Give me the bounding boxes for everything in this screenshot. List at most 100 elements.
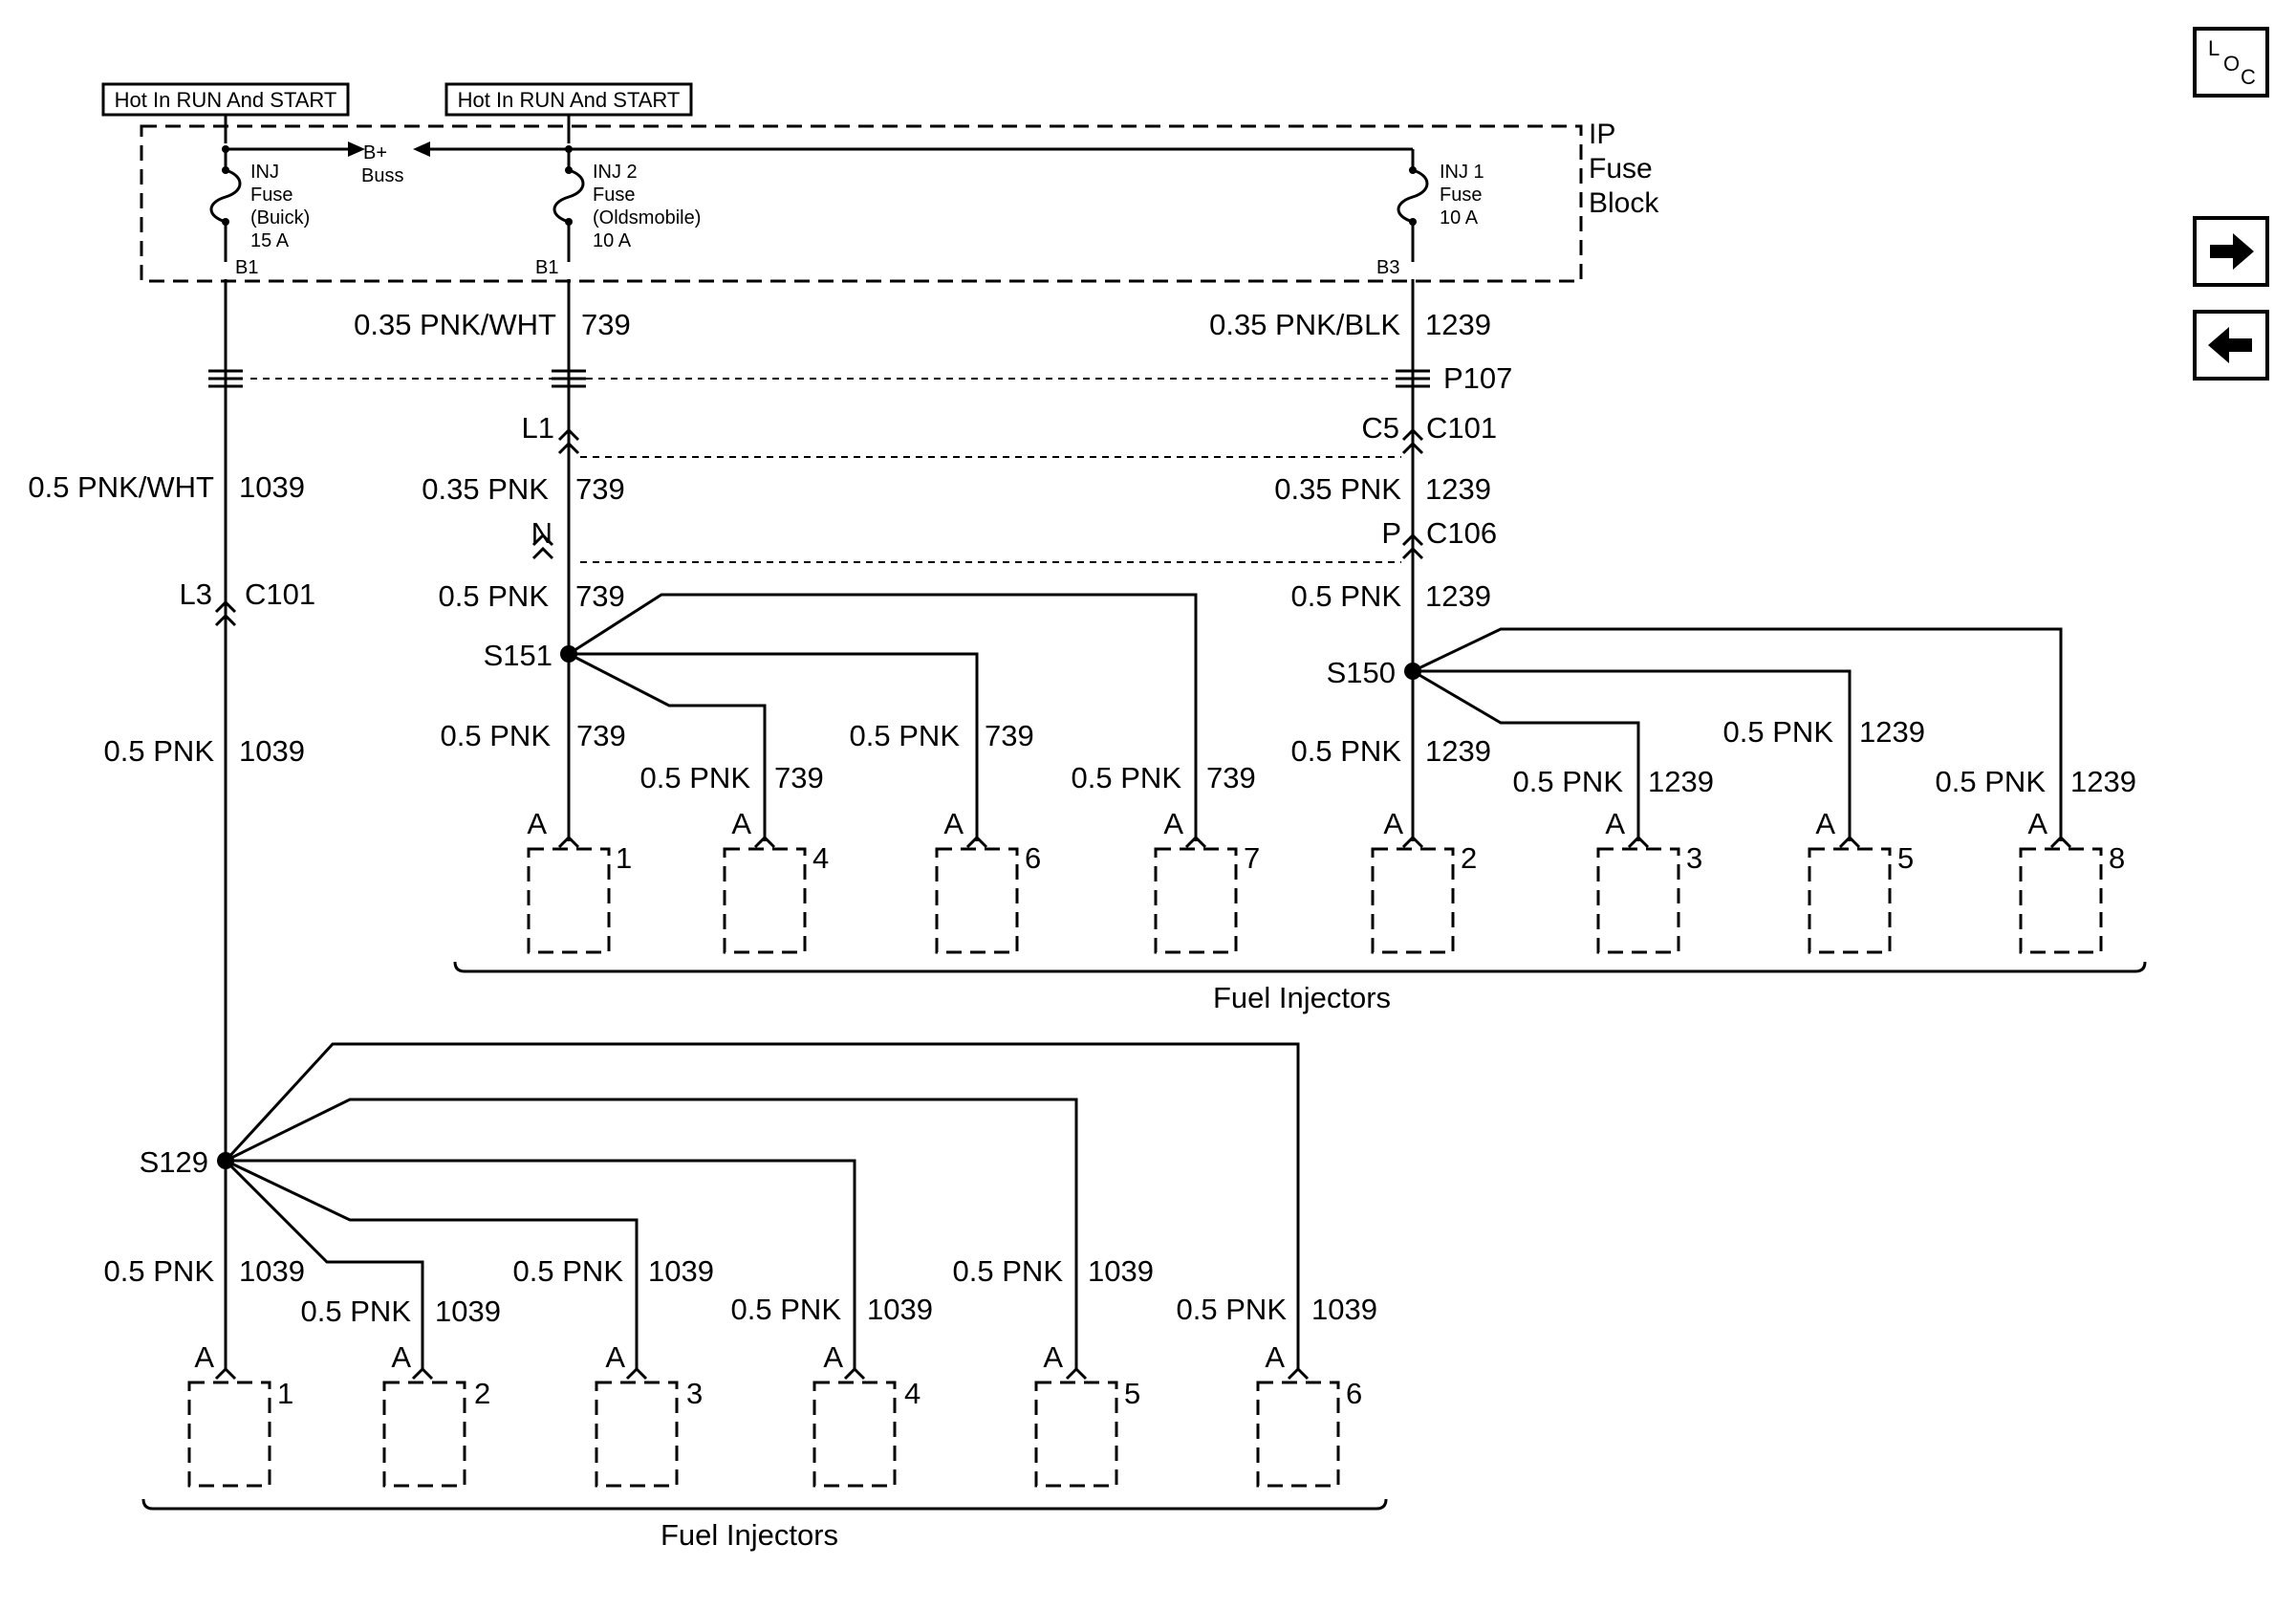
injector-bottom-6-number: 6 (1346, 1377, 1362, 1410)
next-button[interactable] (2193, 216, 2269, 287)
top-branch-8-gauge: 0.5 PNK (1936, 765, 2047, 798)
w739-low-gauge: 0.5 PNK (439, 579, 550, 613)
bottom-branch-3-circuit: 1039 (648, 1254, 714, 1288)
injector-top-5-number: 5 (1897, 841, 1914, 875)
c106-label: C106 (1426, 516, 1497, 550)
injector-top-4: A 4 (723, 807, 829, 954)
previous-button[interactable] (2193, 310, 2269, 381)
injector-top-7-number: 7 (1244, 841, 1260, 875)
loc-letter-l: L (2208, 36, 2220, 60)
top-branch-1-gauge: 0.5 PNK (441, 719, 552, 752)
w1239-top-circuit: 1239 (1425, 308, 1491, 341)
w1039-low-gauge: 0.5 PNK (104, 734, 215, 768)
c101-left-label: C101 (245, 577, 315, 611)
fuse-2-line-1: INJ 2 (593, 162, 638, 183)
top-branch-8-circuit: 1239 (2070, 765, 2136, 798)
injector-top-4-number: 4 (812, 841, 829, 875)
top-branch-labels: 0.5 PNK 739 0.5 PNK 739 0.5 PNK 739 0.5 … (441, 715, 2136, 798)
injector-top-3-pin: A (1605, 807, 1625, 840)
fuse-1-line-2: Fuse (250, 185, 292, 206)
w739-mid-circuit: 739 (575, 472, 625, 506)
injector-top-2: A 2 (1371, 807, 1477, 954)
injector-bottom-6: A 6 (1256, 1340, 1362, 1488)
w1239-low-circuit: 1239 (1425, 579, 1491, 613)
hot-label-center-text: Hot In RUN And START (458, 88, 681, 112)
w1239-low-gauge: 0.5 PNK (1291, 579, 1402, 613)
injector-bottom-1-number: 1 (277, 1377, 293, 1410)
bottom-branch-6-circuit: 1039 (1311, 1293, 1377, 1326)
w1239-mid-gauge: 0.35 PNK (1274, 472, 1401, 506)
s150-label: S150 (1327, 656, 1396, 689)
injector-bottom-3-pin: A (605, 1340, 625, 1374)
loc-button[interactable]: L O C (2193, 27, 2269, 98)
injector-bottom-1: A 1 (187, 1340, 293, 1488)
top-branch-4-gauge: 0.5 PNK (640, 761, 751, 794)
top-branch-3-circuit: 1239 (1648, 765, 1714, 798)
injector-bottom-2-pin: A (391, 1340, 411, 1374)
injector-top-3: A 3 (1596, 807, 1702, 954)
fuse-block-title-1: IP (1589, 119, 1615, 150)
bottom-branch-6-gauge: 0.5 PNK (1177, 1293, 1288, 1326)
injector-bottom-2: A 2 (382, 1340, 490, 1488)
injector-bottom-3-number: 3 (686, 1377, 703, 1410)
injector-top-8-pin: A (2027, 807, 2047, 840)
top-branch-2-circuit: 1239 (1425, 734, 1491, 768)
p107-label: P107 (1443, 361, 1512, 395)
fuse-3-line-3: 10 A (1440, 207, 1479, 228)
ip-fuse-block: IP Fuse Block (140, 119, 1659, 283)
w739-top-circuit: 739 (581, 308, 631, 341)
w1039-low-circuit: 1039 (239, 734, 305, 768)
bottom-branch-3-gauge: 0.5 PNK (513, 1254, 624, 1288)
loc-letter-o: O (2223, 52, 2240, 76)
injector-top-3-number: 3 (1686, 841, 1702, 875)
l1-label: L1 (522, 411, 554, 445)
fuse-2-line-3: (Oldsmobile) (593, 207, 701, 228)
injector-bottom-4: A 4 (812, 1340, 921, 1488)
top-branch-7-gauge: 0.5 PNK (1072, 761, 1182, 794)
c5-label: C5 (1361, 411, 1399, 445)
buss-label-2: Buss (361, 165, 403, 186)
injector-bottom-5: A 5 (1034, 1340, 1140, 1488)
w739-top-gauge: 0.35 PNK/WHT (354, 308, 556, 341)
fuel-injectors-top-label: Fuel Injectors (1213, 981, 1391, 1014)
injector-bottom-6-pin: A (1265, 1340, 1285, 1374)
hot-label-center: Hot In RUN And START (444, 82, 693, 117)
bottom-branch-4-circuit: 1039 (867, 1293, 933, 1326)
fuse-inj2-oldsmobile: INJ 2 Fuse (Oldsmobile) 10 A B1 (535, 149, 701, 278)
fuse-block-title-2: Fuse (1589, 153, 1653, 185)
fuse-1-line-4: 15 A (250, 230, 290, 251)
bottom-branch-2-gauge: 0.5 PNK (301, 1295, 412, 1328)
bottom-branch-5-circuit: 1039 (1088, 1254, 1154, 1288)
injector-top-2-number: 2 (1461, 841, 1477, 875)
injector-top-1-pin: A (527, 807, 547, 840)
injector-top-7-pin: A (1163, 807, 1183, 840)
c101-label: C101 (1426, 411, 1497, 445)
top-branch-5-gauge: 0.5 PNK (1723, 715, 1834, 749)
injector-bottom-1-pin: A (194, 1340, 214, 1374)
top-branch-7-circuit: 739 (1206, 761, 1256, 794)
fuse-1-pin: B1 (235, 257, 258, 278)
injector-bottom-2-number: 2 (474, 1377, 490, 1410)
injector-top-2-pin: A (1383, 807, 1403, 840)
fuse-inj-buick: INJ Fuse (Buick) 15 A B1 (209, 149, 310, 278)
fuse-2-line-4: 10 A (593, 230, 632, 251)
top-branch-4-circuit: 739 (774, 761, 824, 794)
fuse-3-line-2: Fuse (1440, 185, 1482, 206)
w739-mid-gauge: 0.35 PNK (422, 472, 549, 506)
c101-connector: L1 C5 C101 (522, 411, 1497, 458)
injector-bottom-5-number: 5 (1124, 1377, 1140, 1410)
w1239-mid-circuit: 1239 (1425, 472, 1491, 506)
bottom-branch-labels: 0.5 PNK 1039 0.5 PNK 1039 0.5 PNK 1039 0… (104, 1254, 1377, 1328)
top-branch-2-gauge: 0.5 PNK (1291, 734, 1402, 768)
hot-label-left-text: Hot In RUN And START (115, 88, 337, 112)
fuse-inj1: INJ 1 Fuse 10 A B3 (1376, 149, 1484, 278)
splice-s150: S150 (1327, 627, 2063, 841)
bottom-branch-4-gauge: 0.5 PNK (731, 1293, 842, 1326)
n-label: N (531, 516, 552, 550)
injector-top-8: A 8 (2019, 807, 2125, 954)
bottom-branch-1-circuit: 1039 (239, 1254, 305, 1288)
fuel-injectors-bottom-label: Fuel Injectors (661, 1518, 838, 1552)
injector-top-5: A 5 (1808, 807, 1914, 954)
p107-connector: P107 (208, 361, 1512, 395)
